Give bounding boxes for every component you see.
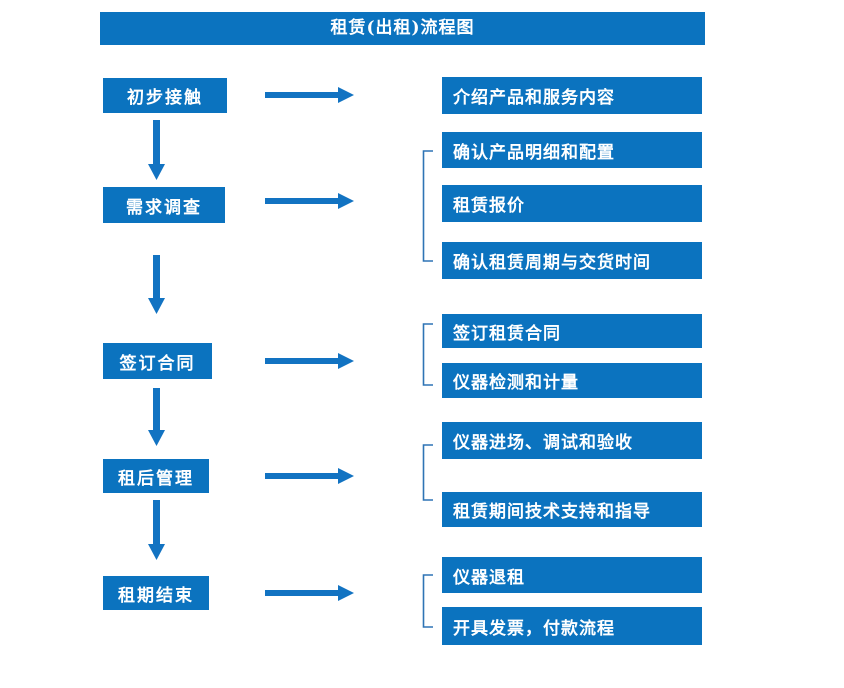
arrow-right-row4 <box>265 468 354 484</box>
arrow-down-4 <box>148 500 165 560</box>
task-box-technical-support: 租赁期间技术支持和指导 <box>442 492 702 527</box>
task-box-instrument-return: 仪器退租 <box>442 557 702 593</box>
stage-label: 签订合同 <box>119 353 196 374</box>
task-box-sign-rental-contract: 签订租赁合同 <box>442 314 702 348</box>
task-label: 介绍产品和服务内容 <box>453 88 615 108</box>
task-label: 仪器进场、调试和验收 <box>453 433 633 453</box>
stage-box-post-rental-management: 租后管理 <box>103 459 209 493</box>
stage-box-demand-survey: 需求调查 <box>103 187 225 223</box>
arrow-right-row3 <box>265 353 354 369</box>
task-label: 开具发票，付款流程 <box>453 618 615 639</box>
arrow-down-3 <box>148 388 165 446</box>
flowchart-title-text: 租赁(出租)流程图 <box>330 18 475 38</box>
task-label: 租赁期间技术支持和指导 <box>453 502 651 522</box>
task-label: 仪器退租 <box>453 567 525 588</box>
arrow-right-row2 <box>265 193 354 209</box>
task-box-rental-quote: 租赁报价 <box>442 185 702 222</box>
group-bracket-demand-survey <box>422 150 433 262</box>
task-label: 租赁报价 <box>453 196 525 216</box>
task-box-instrument-setup: 仪器进场、调试和验收 <box>442 422 702 459</box>
task-label: 确认租赁周期与交货时间 <box>453 253 651 273</box>
group-bracket-post-rental <box>422 444 433 501</box>
stage-box-rental-end: 租期结束 <box>103 576 209 610</box>
stage-box-initial-contact: 初步接触 <box>103 78 227 113</box>
arrow-right-row5 <box>265 585 354 601</box>
flowchart-title: 租赁(出租)流程图 <box>100 12 705 45</box>
stage-box-sign-contract: 签订合同 <box>103 343 212 379</box>
task-box-confirm-rental-period: 确认租赁周期与交货时间 <box>442 242 702 279</box>
task-box-introduce-products: 介绍产品和服务内容 <box>442 77 702 114</box>
arrow-right-row1 <box>265 87 354 103</box>
stage-label: 初步接触 <box>127 88 203 108</box>
task-box-confirm-product-details: 确认产品明细和配置 <box>442 132 702 168</box>
arrow-down-1 <box>148 120 165 180</box>
task-label: 签订租赁合同 <box>453 323 561 344</box>
group-bracket-rental-end <box>422 574 433 628</box>
group-bracket-sign-contract <box>422 323 433 386</box>
stage-label: 租期结束 <box>118 585 194 606</box>
task-label: 仪器检测和计量 <box>453 373 579 393</box>
task-label: 确认产品明细和配置 <box>453 142 615 163</box>
stage-label: 需求调查 <box>126 197 202 218</box>
stage-label: 租后管理 <box>118 468 194 489</box>
task-box-invoice-payment: 开具发票，付款流程 <box>442 607 702 645</box>
task-box-instrument-testing: 仪器检测和计量 <box>442 363 702 398</box>
arrow-down-2 <box>148 255 165 314</box>
